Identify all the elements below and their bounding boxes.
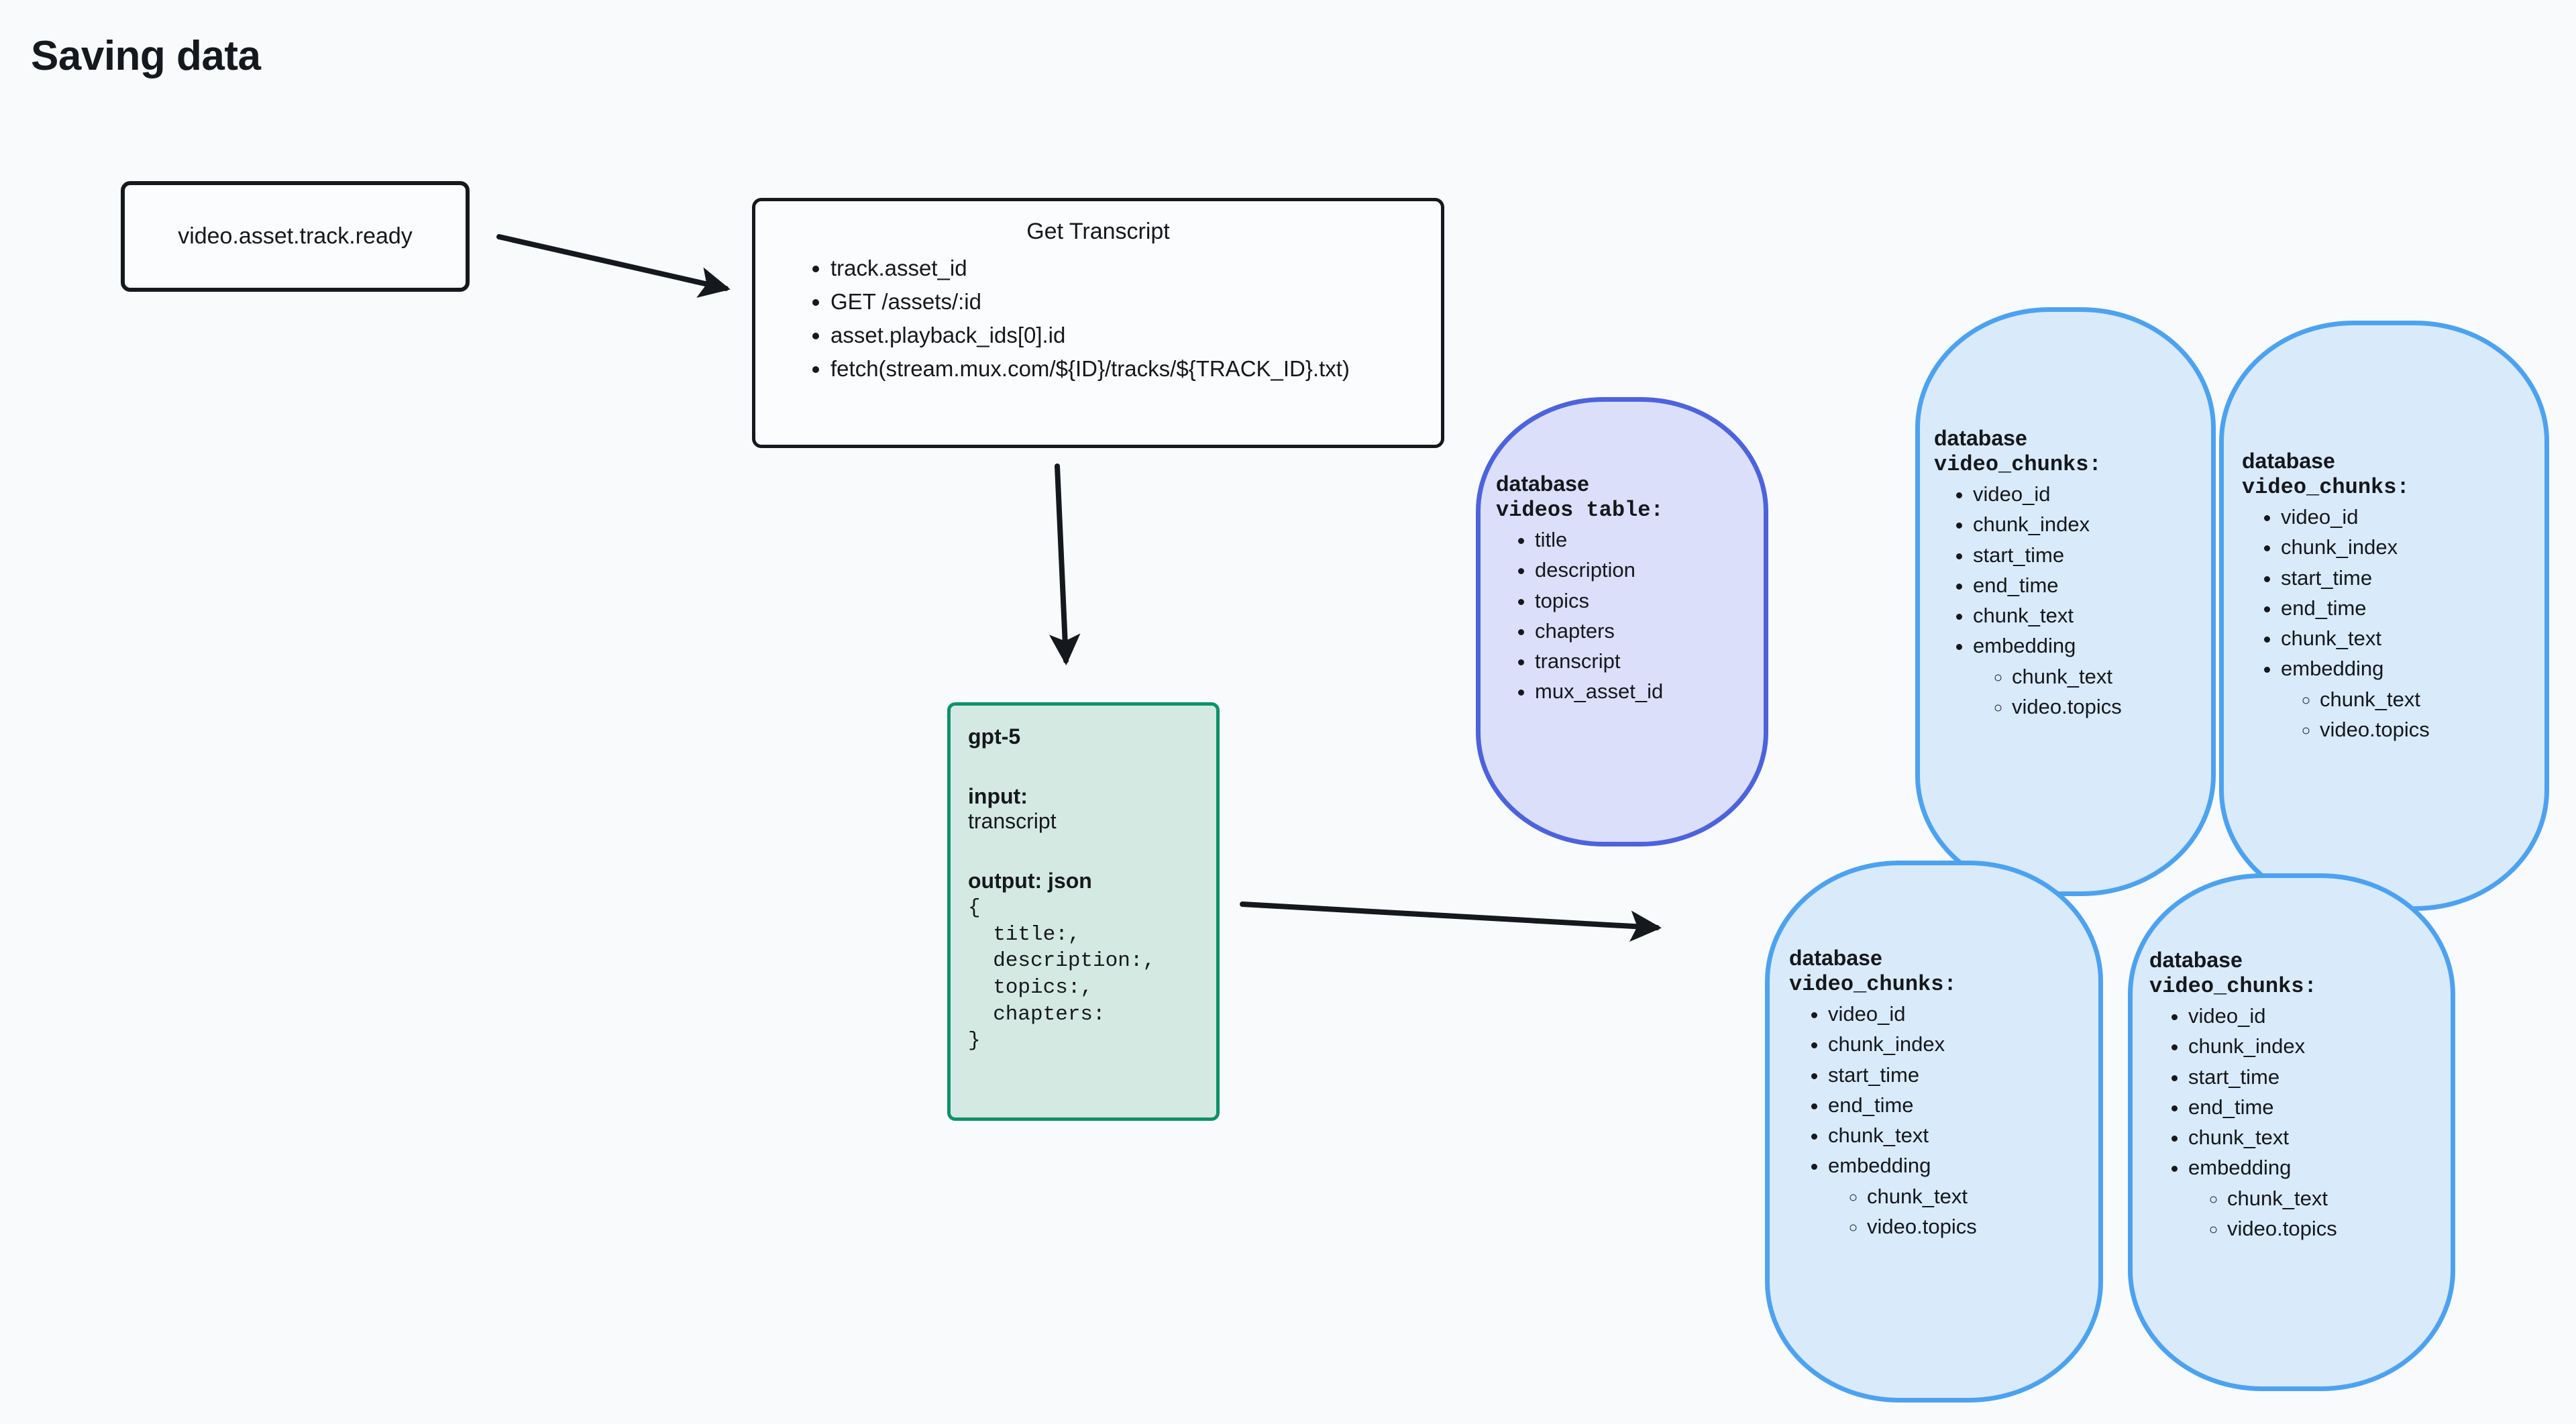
list-item: video_id — [2281, 502, 2549, 532]
list-item: embedding — [1828, 1150, 2103, 1181]
list-item: video_id — [2188, 1001, 2455, 1031]
list-item: description — [1535, 555, 1764, 585]
list-item: video.topics — [2320, 714, 2549, 745]
db-content: database video_chunks: video_id chunk_in… — [1934, 425, 2216, 722]
db-field-list: video_id chunk_index start_time end_time… — [1934, 479, 2216, 722]
db-table-name: video_chunks: — [2149, 974, 2317, 999]
list-item: chunk_text — [2320, 684, 2549, 714]
db-table-name: videos table: — [1496, 498, 1664, 523]
list-item: chunk_text — [2227, 1183, 2455, 1213]
list-item: chunk_text — [2188, 1122, 2455, 1152]
list-item: track.asset_id — [830, 252, 1441, 285]
list-item: chunk_text — [1867, 1181, 2103, 1211]
db-shape — [1765, 861, 2103, 1403]
chunks-database-node[interactable]: database video_chunks: video_id chunk_in… — [1915, 307, 2216, 896]
db-content: database video_chunks: video_id chunk_in… — [2242, 448, 2549, 745]
list-item: title — [1535, 525, 1764, 555]
list-item: embedding — [1973, 631, 2216, 661]
arrow-model-to-chunks — [1240, 901, 1662, 942]
db-table-name: video_chunks: — [2242, 475, 2410, 500]
db-heading: database — [1496, 472, 1589, 496]
list-item: chunk_index — [1828, 1029, 2103, 1059]
model-output-label: output: json — [968, 869, 1092, 893]
db-content: database video_chunks: video_id chunk_in… — [2149, 947, 2455, 1244]
list-item: start_time — [1828, 1060, 2103, 1090]
get-transcript-node[interactable]: Get Transcript track.asset_id GET /asset… — [752, 198, 1444, 448]
list-item: chunk_text — [2012, 661, 2216, 692]
list-item: end_time — [2281, 593, 2549, 623]
list-item: transcript — [1535, 646, 1764, 676]
list-item: end_time — [1828, 1090, 2103, 1120]
list-item: chunk_index — [1973, 509, 2216, 539]
arrow-event-to-transcript — [496, 234, 731, 298]
list-item: start_time — [1973, 540, 2216, 570]
list-item: embedding — [2188, 1152, 2455, 1183]
list-item: end_time — [1973, 570, 2216, 600]
db-table-name: video_chunks: — [1789, 972, 1957, 997]
page-title: Saving data — [31, 33, 261, 79]
model-input-value: transcript — [968, 809, 1057, 833]
list-item: video_id — [1973, 479, 2216, 509]
list-item: chunk_text — [2281, 623, 2549, 653]
db-shape — [2128, 873, 2455, 1391]
list-item: chunk_text — [1828, 1120, 2103, 1150]
db-heading: database — [2149, 948, 2243, 972]
list-item: video.topics — [1867, 1211, 2103, 1242]
db-embedding-sources: chunk_text video.topics — [2188, 1183, 2455, 1244]
model-input-label: input: — [968, 784, 1028, 808]
chunks-database-node[interactable]: database video_chunks: video_id chunk_in… — [1765, 861, 2103, 1403]
list-item: video.topics — [2227, 1213, 2455, 1244]
db-field-list: video_id chunk_index start_time end_time… — [2242, 502, 2549, 745]
list-item: asset.playback_ids[0].id — [830, 319, 1441, 352]
db-content: database videos table: title description… — [1496, 471, 1764, 707]
db-embedding-sources: chunk_text video.topics — [1828, 1181, 2103, 1242]
get-transcript-steps: track.asset_id GET /assets/:id asset.pla… — [755, 252, 1441, 386]
db-shape — [1915, 307, 2216, 896]
list-item: video_id — [1828, 999, 2103, 1029]
db-heading: database — [1789, 946, 1882, 970]
list-item: chunk_index — [2188, 1031, 2455, 1061]
db-content: database video_chunks: video_id chunk_in… — [1789, 945, 2103, 1242]
db-field-list: title description topics chapters transc… — [1496, 525, 1764, 707]
list-item: mux_asset_id — [1535, 676, 1764, 706]
event-node-label: video.asset.track.ready — [178, 223, 413, 249]
model-node-title: gpt-5 — [968, 724, 1021, 749]
videos-database-node[interactable]: database videos table: title description… — [1476, 397, 1768, 846]
model-output-json: { title:, description:, topics:, chapter… — [968, 896, 1156, 1053]
db-embedding-sources: chunk_text video.topics — [2281, 684, 2549, 745]
list-item: chapters — [1535, 616, 1764, 646]
chunks-database-node[interactable]: database video_chunks: video_id chunk_in… — [2128, 873, 2455, 1391]
db-field-list: video_id chunk_index start_time end_time… — [1789, 999, 2103, 1242]
list-item: topics — [1535, 586, 1764, 616]
list-item: start_time — [2188, 1062, 2455, 1092]
list-item: GET /assets/:id — [830, 285, 1441, 319]
list-item: video.topics — [2012, 692, 2216, 722]
db-embedding-sources: chunk_text video.topics — [1973, 661, 2216, 722]
list-item: fetch(stream.mux.com/${ID}/tracks/${TRAC… — [830, 352, 1441, 386]
db-table-name: video_chunks: — [1934, 452, 2102, 478]
list-item: end_time — [2188, 1092, 2455, 1122]
get-transcript-title: Get Transcript — [1026, 219, 1170, 244]
list-item: chunk_index — [2281, 532, 2549, 562]
chunks-database-node[interactable]: database video_chunks: video_id chunk_in… — [2219, 321, 2549, 911]
model-node-gpt5[interactable]: gpt-5 input: transcript output: json { t… — [947, 702, 1220, 1121]
event-node[interactable]: video.asset.track.ready — [121, 181, 470, 292]
list-item: chunk_text — [1973, 600, 2216, 631]
arrow-transcript-to-model — [1049, 463, 1081, 665]
db-field-list: video_id chunk_index start_time end_time… — [2149, 1001, 2455, 1244]
list-item: start_time — [2281, 563, 2549, 593]
db-shape — [1476, 397, 1768, 846]
list-item: embedding — [2281, 653, 2549, 683]
db-heading: database — [2242, 449, 2335, 473]
db-heading: database — [1934, 426, 2027, 450]
